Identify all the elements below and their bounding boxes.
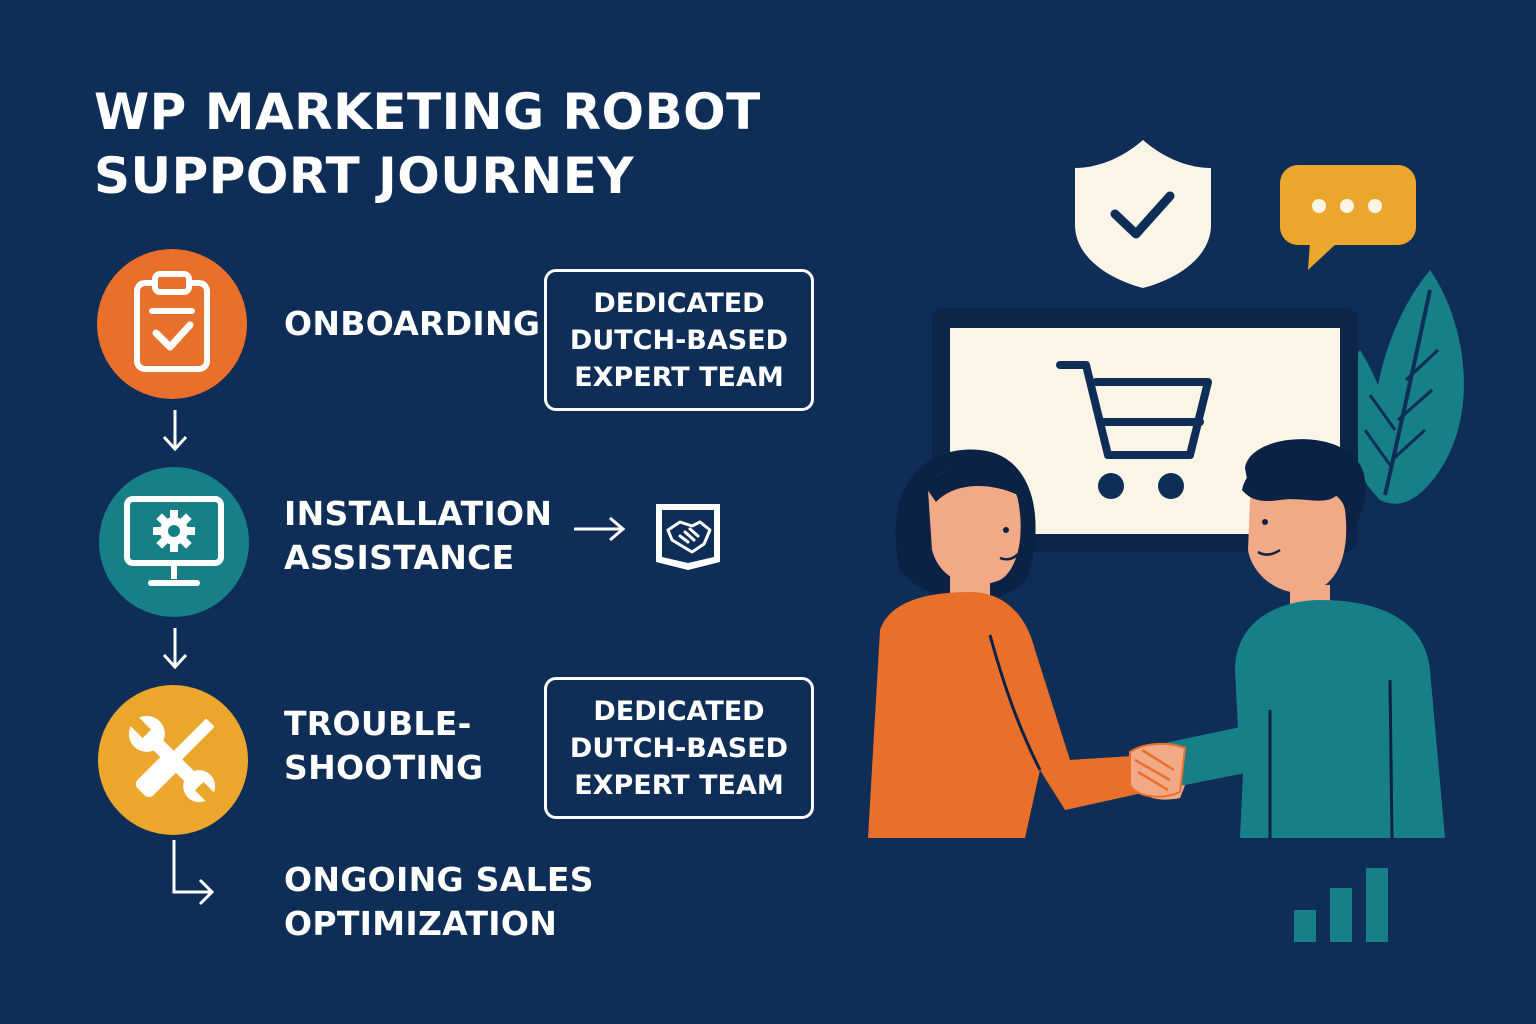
expert-team-callout: DEDICATED DUTCH-BASED EXPERT TEAM <box>544 269 814 411</box>
bar-chart-icon <box>1294 868 1388 942</box>
monitor-gear-icon <box>124 496 224 586</box>
man-figure <box>1155 439 1445 839</box>
handshake-illustration <box>868 140 1464 942</box>
chat-bubble-icon <box>1280 165 1416 270</box>
right-arrow-icon <box>574 516 626 542</box>
handshake-badge-icon <box>656 504 720 570</box>
shield-check-icon <box>1075 140 1211 288</box>
turn-arrow-icon <box>172 840 215 906</box>
step-label-troubleshooting: TROUBLE- SHOOTING <box>284 704 484 787</box>
shopping-cart-icon <box>1056 361 1212 459</box>
title-line-2: SUPPORT JOURNEY <box>94 147 635 205</box>
installation-step-circle <box>99 467 249 617</box>
step-label-onboarding: ONBOARDING <box>284 304 541 343</box>
expert-team-callout: DEDICATED DUTCH-BASED EXPERT TEAM <box>544 677 814 819</box>
page-title: WP MARKETING ROBOT SUPPORT JOURNEY <box>94 80 814 208</box>
troubleshooting-step-circle <box>98 685 248 835</box>
step-label-installation: INSTALLATION ASSISTANCE <box>284 494 553 577</box>
wrench-screwdriver-icon <box>127 714 218 805</box>
step-label-optimization: ONGOING SALES OPTIMIZATION <box>284 860 594 943</box>
clipboard-check-icon <box>134 271 210 372</box>
cart-wheel <box>1098 473 1124 499</box>
down-arrow-icon <box>162 628 188 670</box>
down-arrow-icon <box>162 410 188 452</box>
title-line-1: WP MARKETING ROBOT <box>94 83 761 141</box>
handshake-hands <box>1129 742 1187 798</box>
cart-wheel <box>1158 473 1184 499</box>
onboarding-step-circle <box>97 249 247 399</box>
